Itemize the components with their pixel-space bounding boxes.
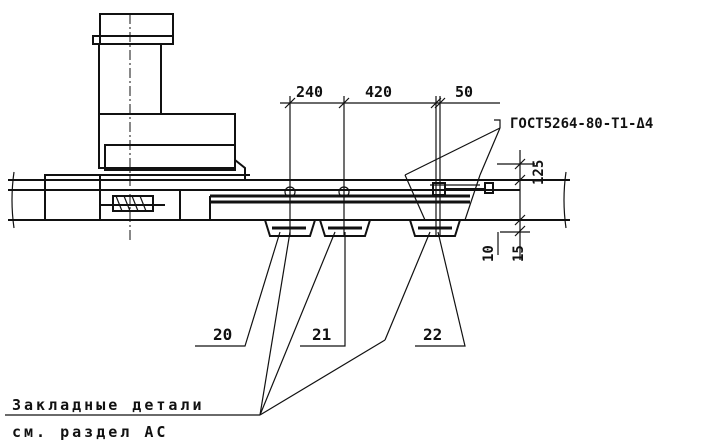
note-line-1: Закладные детали bbox=[12, 396, 205, 414]
dim-125: 125 bbox=[531, 160, 547, 185]
callout-20: 20 bbox=[195, 231, 281, 347]
callout-22: 22 bbox=[415, 231, 466, 347]
weld-triangle bbox=[404, 174, 481, 221]
column-upper bbox=[92, 13, 236, 240]
note-line-2: см. раздел АС bbox=[12, 423, 168, 441]
callout-label-20: 20 bbox=[213, 325, 232, 344]
dimension-top: 240 420 50 bbox=[280, 83, 500, 180]
dim-15: 15 bbox=[511, 245, 527, 262]
dimension-right: 125 10 15 bbox=[481, 150, 547, 262]
callout-label-21: 21 bbox=[312, 325, 331, 344]
standard-ref: ГОСТ5264-80-Т1-Δ4 bbox=[510, 116, 653, 132]
callout-label-22: 22 bbox=[423, 325, 442, 344]
dim-240: 240 bbox=[296, 83, 323, 101]
embedded-plate-21 bbox=[318, 180, 372, 237]
dim-10: 10 bbox=[481, 245, 497, 262]
callout-21: 21 bbox=[300, 232, 346, 347]
dim-50: 50 bbox=[455, 83, 473, 101]
note-leader bbox=[5, 231, 431, 416]
standard-leader: ГОСТ5264-80-Т1-Δ4 bbox=[404, 116, 653, 176]
anchor-detail bbox=[432, 182, 494, 196]
embedded-plate-20 bbox=[263, 180, 317, 237]
weld-left bbox=[100, 195, 165, 212]
dim-420: 420 bbox=[365, 83, 392, 101]
